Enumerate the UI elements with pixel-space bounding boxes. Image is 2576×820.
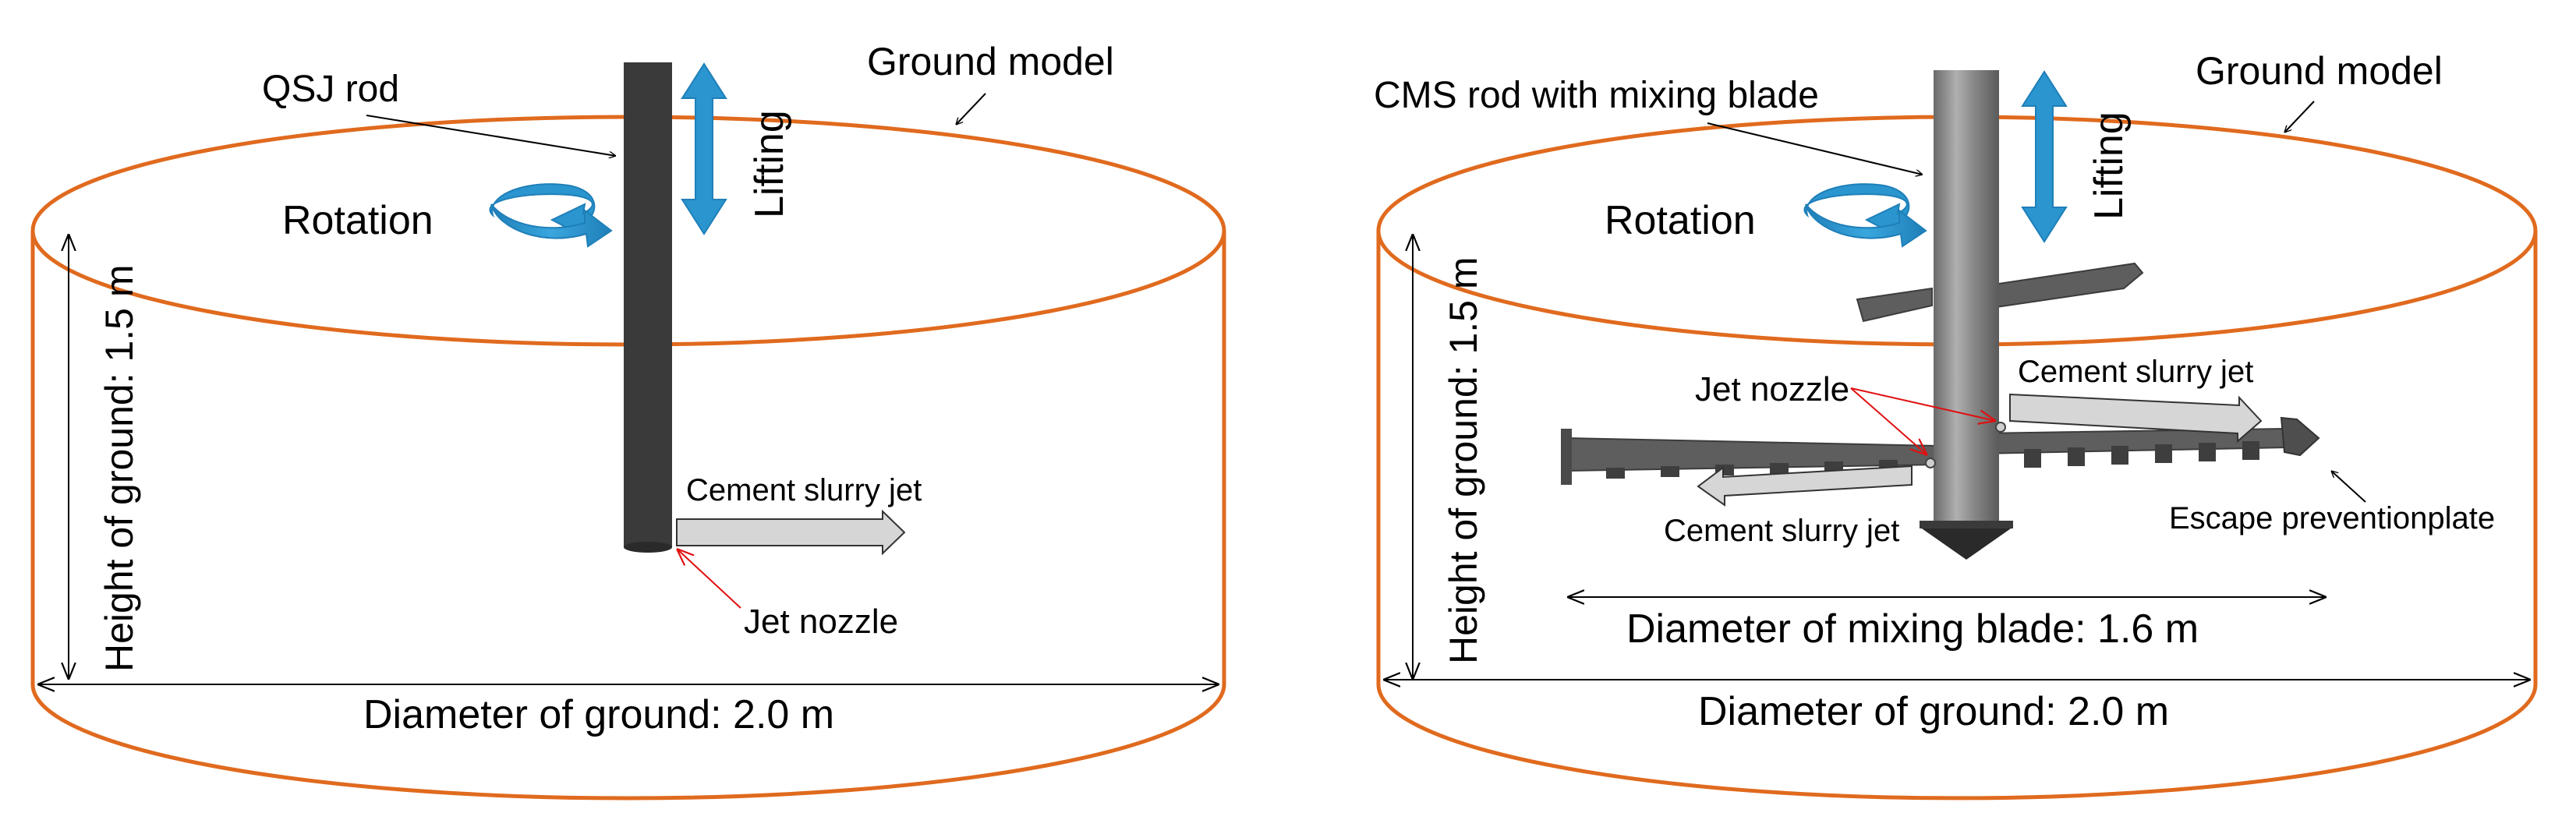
left-nozzle-label: Jet nozzle	[744, 603, 898, 641]
right-cement-jet-arrow	[2009, 393, 2263, 444]
left-cement-jet-arrow-right-panel	[1697, 465, 1913, 507]
right-ground-leader	[2284, 101, 2315, 133]
right-lifting-label: Lifting	[2086, 111, 2132, 220]
escape-plate-leader	[2331, 471, 2366, 503]
qsj-rod-tip	[624, 542, 672, 553]
left-rod-leader	[366, 115, 616, 156]
right-nozzle-label: Jet nozzle	[1695, 370, 1849, 408]
upper-blade-left	[1856, 287, 1933, 323]
right-nozzle-pointer-lower	[1850, 387, 1927, 455]
right-nozzle-pointer-upper	[1850, 387, 1996, 421]
cms-rod	[1934, 70, 1999, 521]
left-ground-label: Ground model	[867, 40, 1114, 83]
lifting-arrow-icon	[681, 62, 727, 235]
right-nozzle-lower	[1925, 458, 1936, 468]
right-nozzle-upper	[1995, 422, 2006, 433]
right-rod-leader	[1707, 122, 1923, 175]
right-jet-right-label: Cement slurry jet	[2018, 355, 2253, 389]
escape-plate-label: Escape preventionplate	[2169, 501, 2495, 535]
left-rotation-label: Rotation	[282, 198, 433, 243]
rotation-arrow-icon	[489, 183, 613, 248]
left-ground-bottom-arc	[30, 684, 1226, 801]
lifting-arrow-icon	[2021, 70, 2068, 243]
left-cement-jet-arrow	[676, 509, 906, 556]
right-ground-label: Ground model	[2196, 49, 2443, 93]
escape-prevention-plate	[2280, 416, 2320, 457]
right-diameter-label: Diameter of ground: 2.0 m	[1698, 689, 2169, 734]
lower-blade-left	[1561, 429, 1939, 485]
left-diameter-label: Diameter of ground: 2.0 m	[363, 692, 834, 737]
right-ground-bottom-arc	[1376, 684, 2538, 801]
right-jet-left-label: Cement slurry jet	[1664, 514, 1899, 548]
qsj-rod	[624, 62, 672, 547]
left-panel: Rotation Lifting QSJ rod Ground model He…	[30, 40, 1226, 801]
right-rotation-label: Rotation	[1605, 198, 1756, 243]
left-lifting-label: Lifting	[747, 110, 792, 218]
left-nozzle-pointer	[677, 549, 741, 609]
left-jet-label: Cement slurry jet	[686, 473, 922, 507]
blade-diameter-label: Diameter of mixing blade: 1.6 m	[1626, 606, 2199, 652]
right-rod-label: CMS rod with mixing blade	[1374, 75, 1819, 116]
right-panel: Rotation Lifting CMS rod with mixing bla…	[1374, 49, 2538, 801]
left-rod-label: QSJ rod	[262, 69, 399, 110]
cms-rod-tip	[1920, 527, 2013, 560]
right-height-label: Height of ground: 1.5 m	[1442, 256, 1485, 664]
left-ground-leader	[956, 93, 986, 125]
left-height-label: Height of ground: 1.5 m	[97, 264, 141, 672]
rotation-arrow-icon	[1803, 183, 1927, 248]
